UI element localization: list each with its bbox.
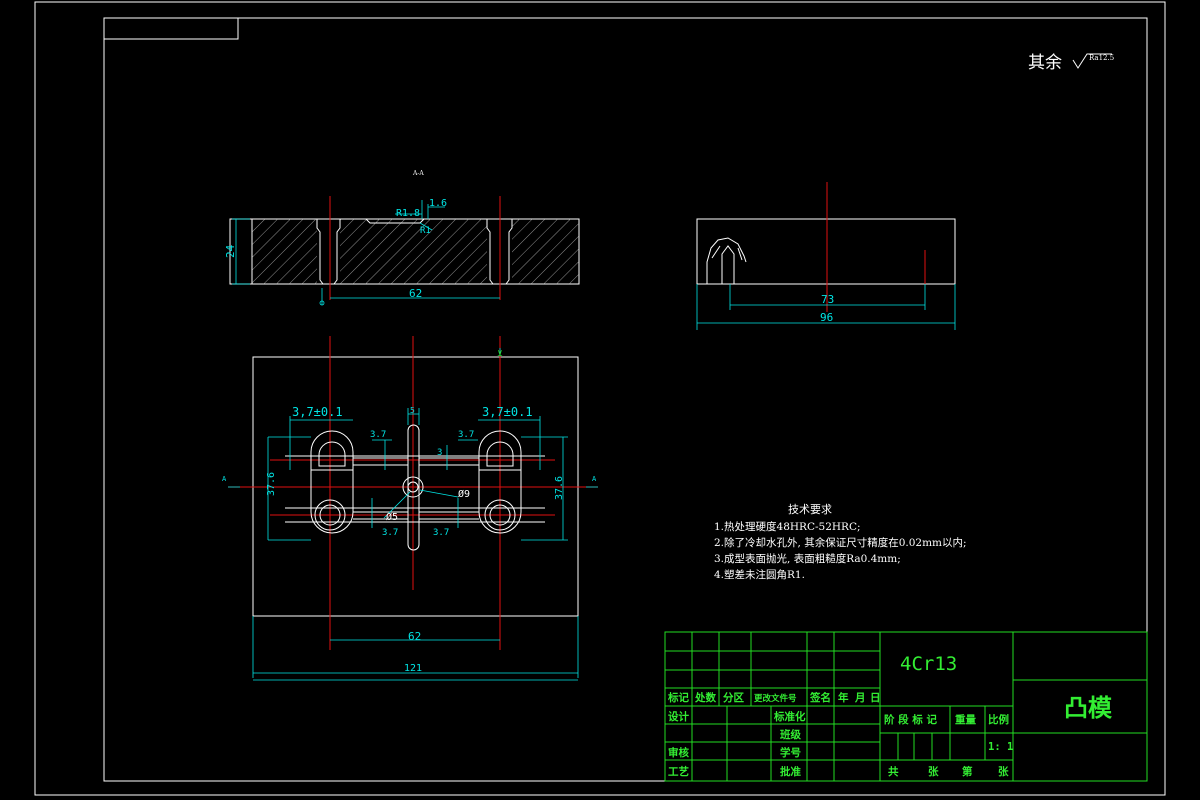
dim-r1-8: R1.8 [396,208,420,219]
section-mark-left: A [222,475,227,483]
roughness-symbol-icon [1072,53,1112,69]
header-count: 处数 [694,691,716,704]
dim-1-6: 1.6 [429,198,447,209]
label-process: 工艺 [668,765,689,778]
dim-3-7-c: 3.7 [382,528,398,538]
tech-req-item-3: 3.成型表面抛光, 表面粗糙度Ra0.4mm; [714,552,901,565]
dim-phi9: Ø9 [458,488,470,500]
dim-5: 5 [410,406,415,415]
label-total: 共 [888,765,899,778]
label-sheet-unit: 张 [998,765,1009,778]
dim-r1: R1 [420,226,431,236]
label-review: 审核 [668,746,689,759]
surface-finish-note: 其余 Ra12.5 [1028,53,1114,73]
side-view: 73 96 [696,182,956,330]
header-month: 月 [854,692,866,704]
dim-3-7-d: 3.7 [433,528,449,538]
header-year: 年 [838,691,849,704]
label-design: 设计 [668,710,689,723]
section-label: A-A [412,170,424,177]
dim-37-6-left: 37.6 [266,472,277,496]
dim-62-plan: 62 [408,630,421,643]
tech-req-item-4: 4.塑差未注圆角R1. [714,568,805,581]
technical-requirements: 技术要求 1.热处理硬度48HRC-52HRC; 2.除了冷却水孔外, 其余保证… [714,503,967,581]
plan-view: 5 3,7±0.1 3,7±0.1 3.7 3.7 3.7 3.7 3 37.6… [222,336,598,681]
header-change-doc: 更改文件号 [754,693,797,704]
dim-phi5: Ø5 [386,511,398,523]
dim-37-6-right: 37.6 [554,476,565,500]
label-scale: 比例 [988,713,1009,726]
section-view: 24 62 R1.8 1.6 R1 [224,196,580,306]
dim-73: 73 [821,293,834,306]
dim-96: 96 [820,311,833,324]
section-mark-right: A [592,475,597,483]
material-label: 4Cr13 [900,653,957,675]
tech-req-title: 技术要求 [788,503,832,516]
label-student-id: 学号 [780,746,801,759]
title-block: 4Cr13 凸模 标记 处数 分区 更改文件号 签名 年 月 日 设计 标准化 … [664,631,1148,782]
scale-value: 1: 1 [988,741,1013,753]
header-signature: 签名 [809,691,831,704]
header-mark: 标记 [667,691,689,704]
dim-121: 121 [404,663,422,674]
header-day: 日 [870,692,881,704]
datum-mark-icon: ⊻ [497,349,503,358]
label-stage-mark: 阶 段 标 记 [884,713,937,726]
dim-height-24: 24 [224,244,237,258]
surface-finish-label: 其余 [1028,53,1062,73]
header-zone: 分区 [723,691,744,704]
tech-req-item-1: 1.热处理硬度48HRC-52HRC; [714,520,861,533]
label-approve: 批准 [780,765,801,778]
label-sheets: 张 [928,765,939,778]
dim-3: 3 [437,448,442,458]
label-class: 班级 [780,728,801,741]
dim-3-7-a: 3.7 [370,430,386,440]
label-weight: 重量 [955,713,976,726]
dim-tol-left: 3,7±0.1 [292,405,343,419]
drawing-frame [34,1,1166,796]
tech-req-item-2: 2.除了冷却水孔外, 其余保证尺寸精度在0.02mm以内; [714,536,967,549]
dim-3-7-b: 3.7 [458,430,474,440]
label-sheet-no: 第 [962,765,973,778]
dim-62-section: 62 [409,287,422,300]
surface-finish-value: Ra12.5 [1089,54,1114,62]
dim-tol-right: 3,7±0.1 [482,405,533,419]
part-name: 凸模 [1064,693,1113,722]
label-standardize: 标准化 [773,710,806,723]
